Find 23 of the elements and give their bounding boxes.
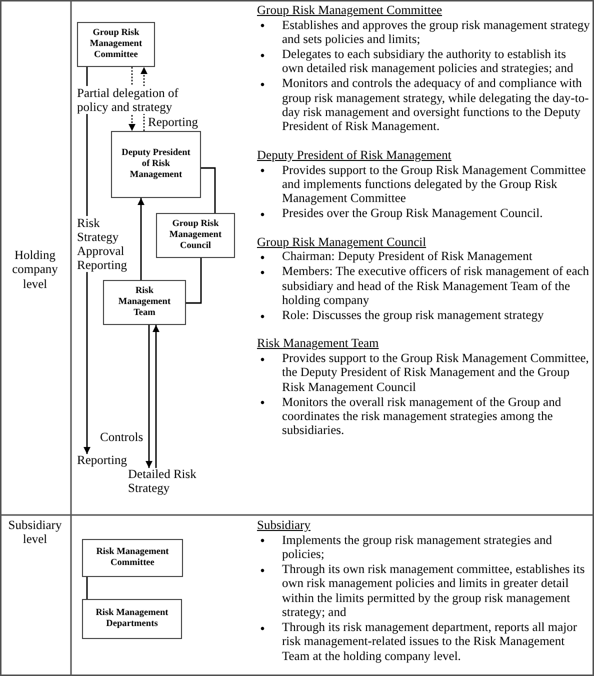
org-box: Risk Management Team: [103, 280, 186, 325]
annotation-label: Reporting: [77, 454, 130, 468]
arrow: [146, 325, 152, 468]
org-box: Group Risk Management Committee: [77, 22, 155, 67]
section-heading: Deputy President of Risk Management: [257, 148, 452, 162]
org-box: Risk Management Committee: [82, 539, 183, 577]
org-box: Risk Management Departments: [82, 599, 182, 639]
section-heading: Subsidiary: [257, 518, 310, 532]
section-heading: Group Risk Management Council: [257, 234, 426, 250]
edge-label: Controls: [100, 430, 144, 444]
section-heading: Group Risk Management Committee: [257, 3, 442, 18]
arrow: [138, 198, 144, 280]
row-label: Holding company level: [11, 248, 59, 291]
org-box: Deputy President of Risk Management: [111, 131, 201, 198]
connector-line: [86, 577, 88, 599]
edge-label: Reporting: [148, 115, 198, 129]
annotation-label: Detailed Risk Strategy: [128, 468, 206, 496]
connector-line: [186, 258, 202, 304]
org-box: Group Risk Management Council: [156, 213, 235, 258]
section-heading: Risk Management Team: [257, 336, 379, 351]
arrow: [152, 325, 160, 468]
connector-line: [201, 167, 216, 213]
row-label: Subsidiary level: [7, 518, 63, 547]
